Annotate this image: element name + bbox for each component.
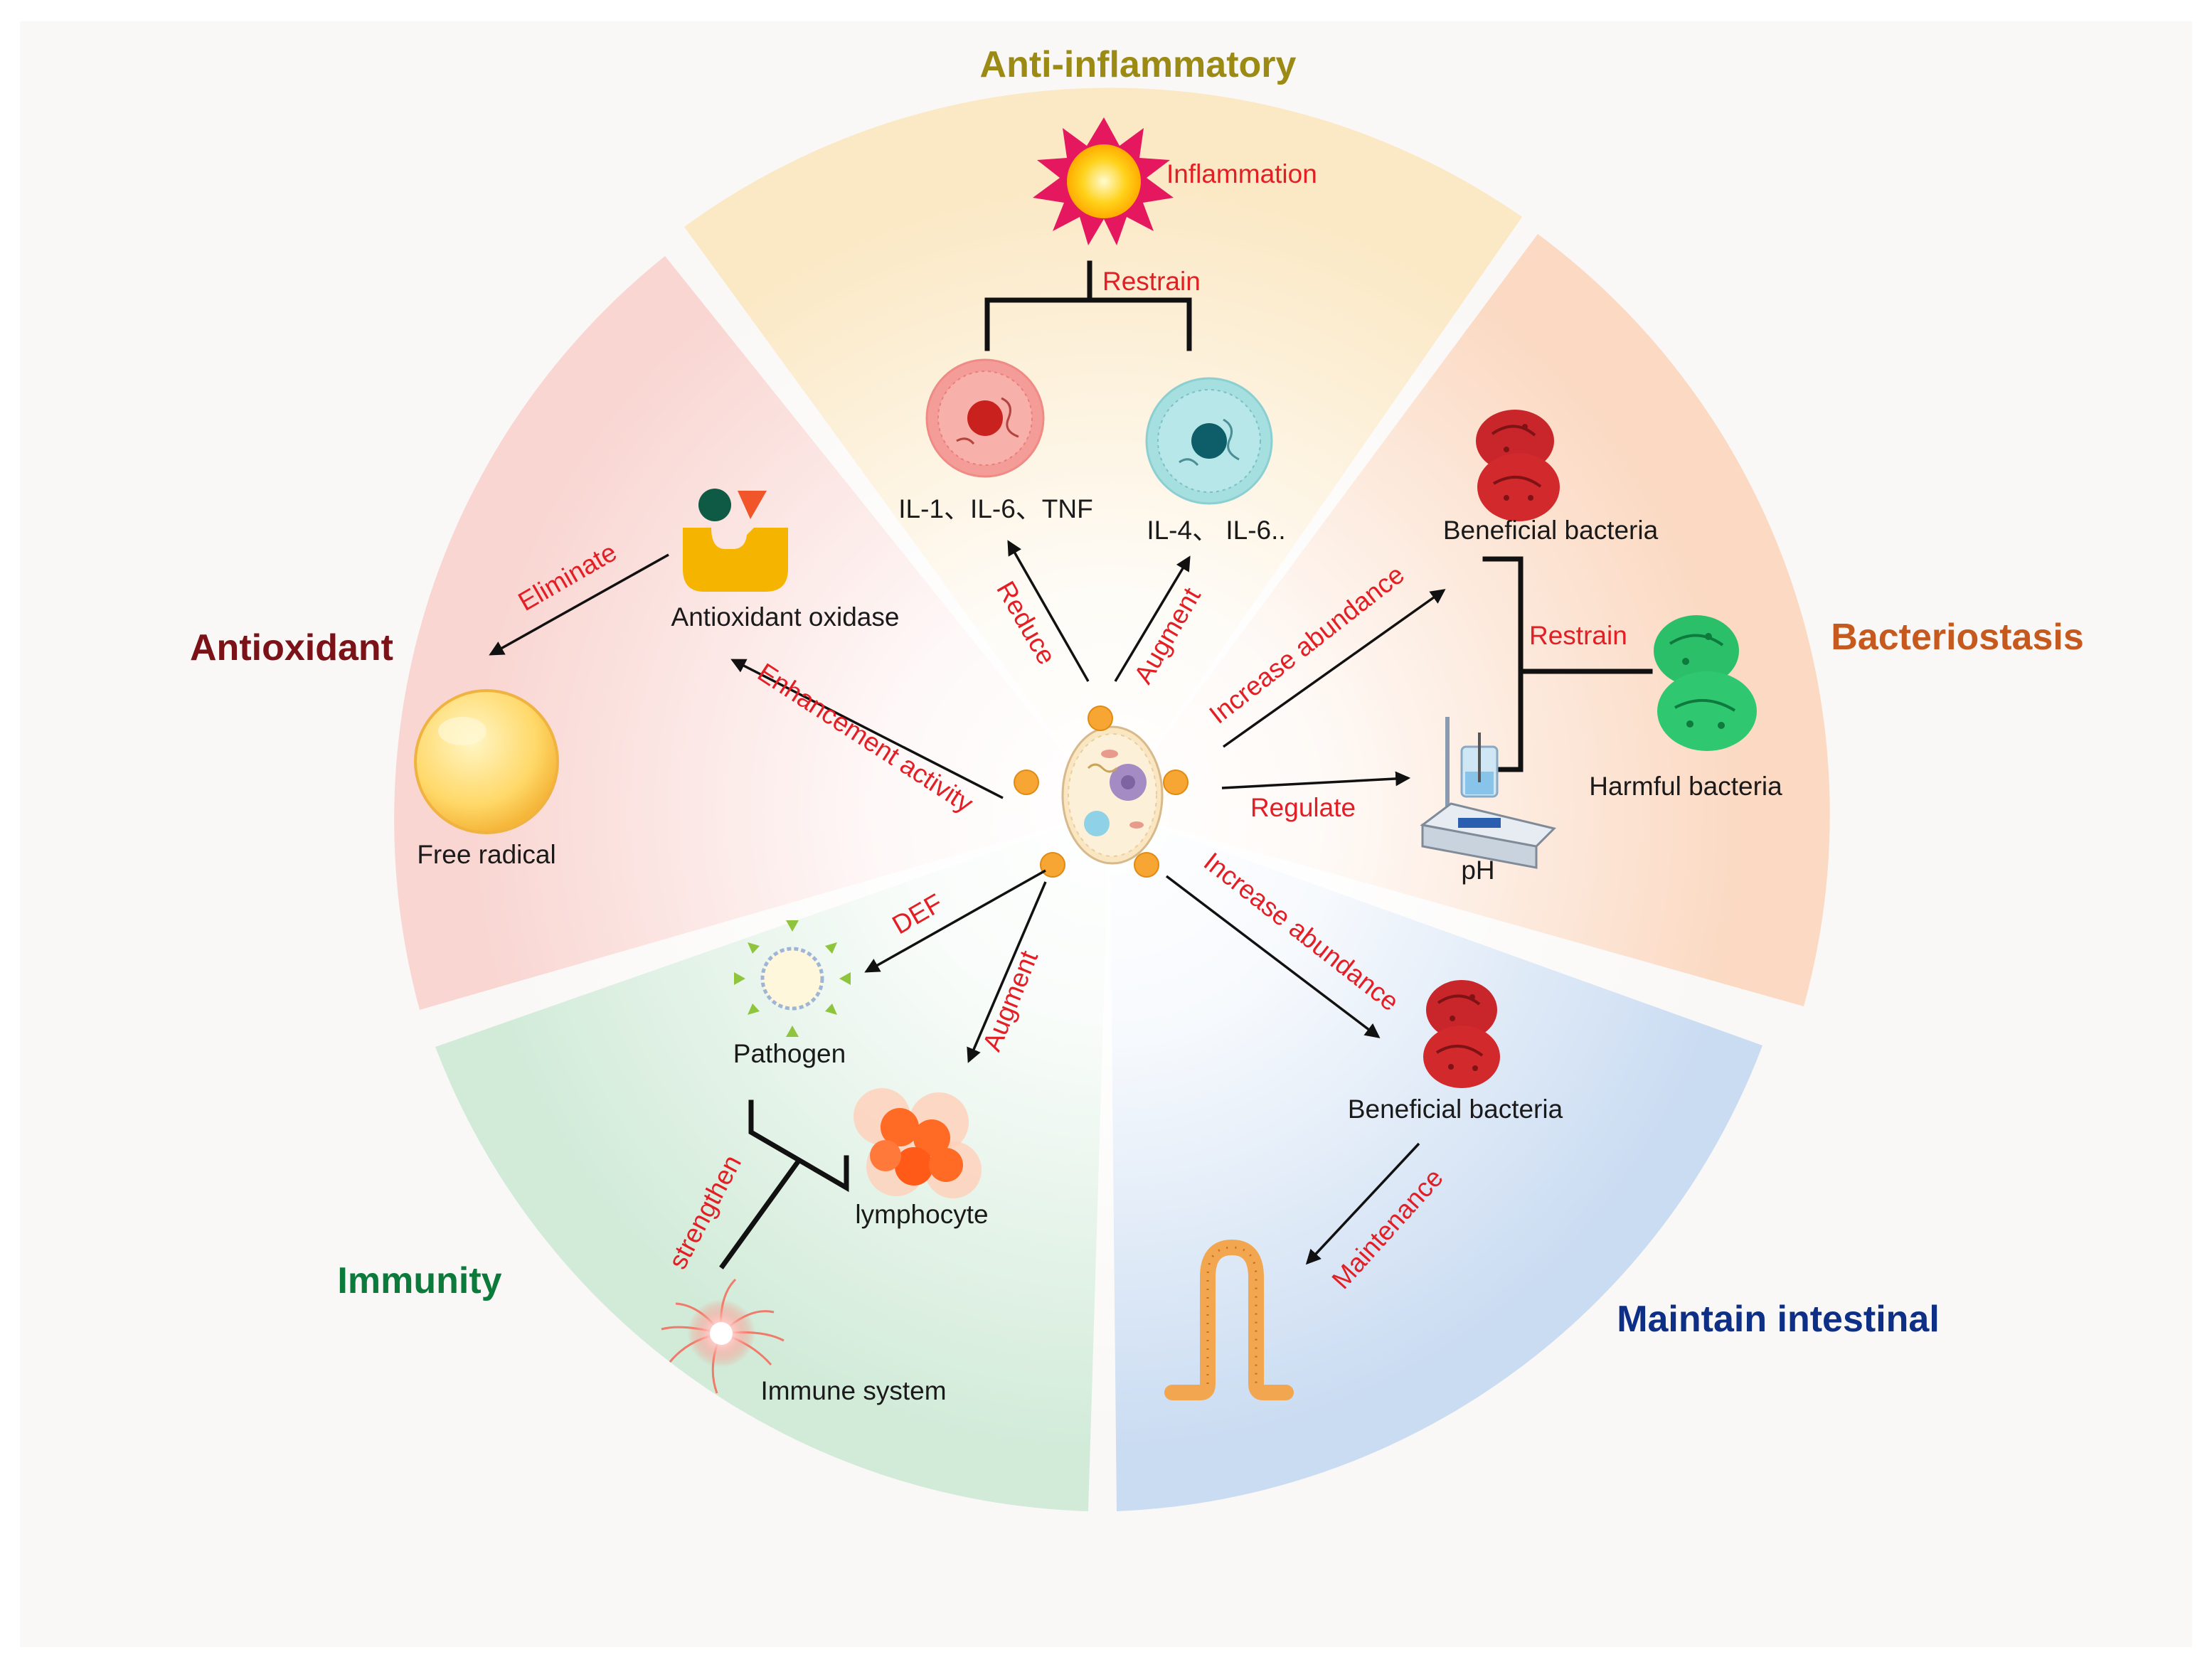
arrow-eliminate (489, 553, 669, 656)
label-regulate: Regulate (1250, 793, 1356, 822)
lymphocyte-cluster-icon (854, 1088, 982, 1198)
label-beneficial-bacteria-top: Beneficial bacteria (1443, 516, 1659, 545)
bacteria-icon-harmful (1654, 615, 1757, 751)
pro-inflammatory-cell-icon (925, 358, 1045, 478)
arrow-enhancement (730, 659, 1004, 799)
restrain-bracket-anti (984, 260, 1192, 351)
label-inflammation: Inflammation (1166, 159, 1317, 188)
arrow-increase-abundance-bottom (1165, 875, 1381, 1038)
restrain-bracket-bacterio (1482, 556, 1653, 772)
label-restrain-bacterio: Restrain (1529, 621, 1627, 650)
arrow-augment-immunity (967, 881, 1047, 1063)
arrow-augment-anti (1114, 555, 1191, 682)
immune-cell-icon (661, 1278, 785, 1394)
enzyme-icon (683, 489, 788, 592)
title-bacteriostasis: Bacteriostasis (1831, 617, 2084, 658)
bacteria-icon-beneficial (1476, 410, 1560, 521)
probiotic-cell-icon (1014, 705, 1189, 878)
strengthen-bracket (719, 1099, 849, 1269)
bacteria-icon-intestinal (1423, 980, 1500, 1088)
label-lymphocyte: lymphocyte (855, 1200, 988, 1229)
label-oxidase: Antioxidant oxidase (671, 602, 900, 632)
intestinal-villus-icon (1164, 1240, 1294, 1400)
label-pathogen: Pathogen (733, 1039, 846, 1068)
label-harmful-bacteria: Harmful bacteria (1589, 772, 1782, 801)
label-restrain-anti: Restrain (1102, 267, 1201, 296)
title-anti-inflammatory: Anti-inflammatory (980, 44, 1297, 85)
ph-meter-icon (1420, 717, 1556, 869)
arrow-reduce (1007, 540, 1090, 682)
arrow-increase-abundance-top (1222, 589, 1446, 748)
label-beneficial-bacteria-bottom: Beneficial bacteria (1348, 1095, 1563, 1124)
label-ph: pH (1461, 856, 1494, 885)
free-radical-icon (414, 689, 559, 834)
label-anti-cytokines: IL-4、 IL-6.. (1147, 516, 1285, 545)
label-pro-cytokines: IL-1、IL-6、TNF (898, 494, 1092, 523)
arrow-regulate (1221, 771, 1411, 789)
virus-icon (734, 920, 851, 1037)
label-immune-system: Immune system (760, 1376, 946, 1405)
anti-inflammatory-cell-icon (1145, 377, 1273, 505)
title-antioxidant: Antioxidant (190, 627, 393, 669)
title-maintain-intestinal: Maintain intestinal (1617, 1299, 1940, 1340)
arrow-maintenance (1305, 1142, 1420, 1265)
arrow-def (864, 869, 1046, 973)
title-immunity: Immunity (337, 1260, 501, 1301)
label-free-radical: Free radical (417, 840, 555, 869)
sun-burst-icon (1033, 117, 1174, 245)
